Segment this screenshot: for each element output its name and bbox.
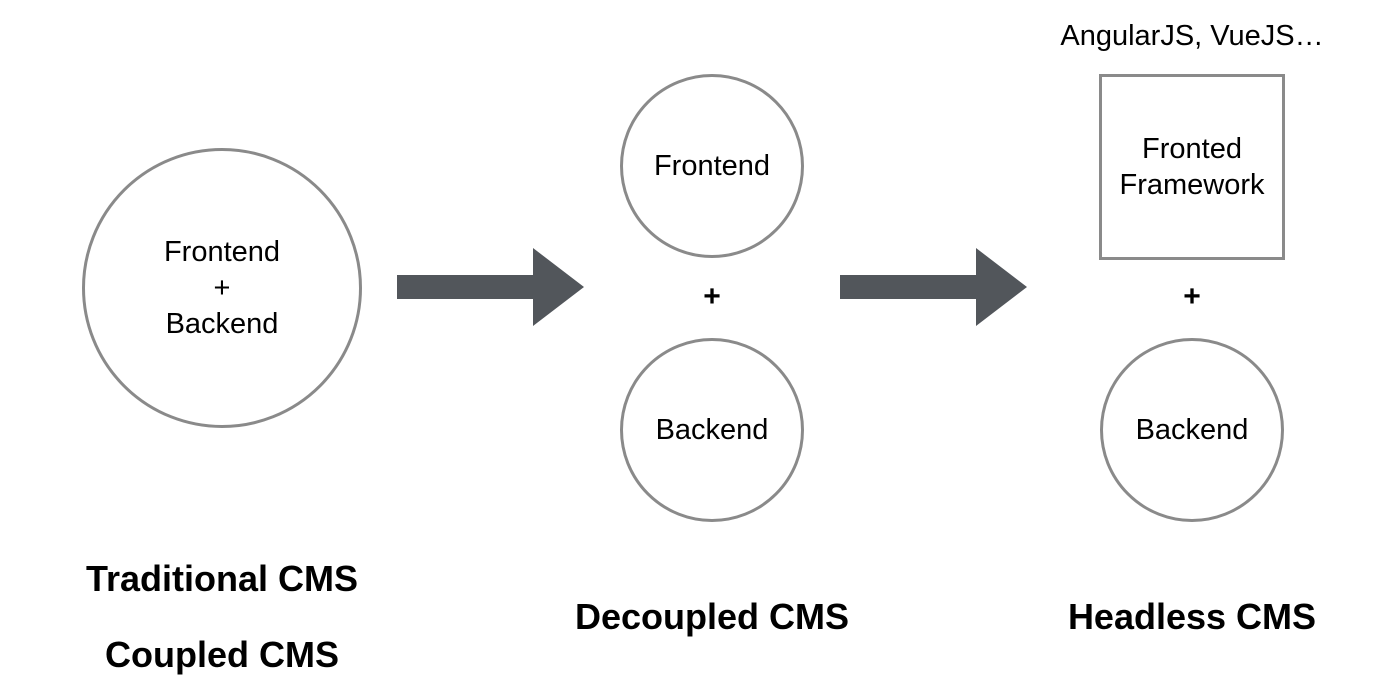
headless-backend-label: Backend bbox=[1135, 414, 1249, 446]
headless-framework-node: Fronted Framework bbox=[1099, 74, 1285, 260]
coupled-cms-caption: Coupled CMS bbox=[105, 634, 339, 675]
headless-backend-node: Backend bbox=[1100, 338, 1284, 522]
decoupled-backend-label: Backend bbox=[655, 414, 769, 446]
arrow-right-icon bbox=[840, 248, 1027, 326]
decoupled-plus-sign: + bbox=[703, 280, 721, 313]
headless-cms-caption: Headless CMS bbox=[1067, 596, 1317, 637]
headless-plus-sign: + bbox=[1183, 280, 1201, 313]
traditional-cms-caption: Traditional CMS bbox=[85, 558, 359, 599]
decoupled-frontend-node: Frontend bbox=[620, 74, 804, 258]
arrow-right-icon bbox=[397, 248, 584, 326]
headless-framework-label: Fronted Framework bbox=[1119, 133, 1265, 201]
decoupled-cms-caption: Decoupled CMS bbox=[574, 596, 850, 637]
framework-examples-note: AngularJS, VueJS… bbox=[1060, 20, 1324, 52]
traditional-node-label: Frontend + Backend bbox=[163, 236, 281, 340]
arrow-2-shape bbox=[840, 248, 1027, 326]
arrow-1-shape bbox=[397, 248, 584, 326]
decoupled-frontend-label: Frontend bbox=[653, 150, 771, 182]
decoupled-backend-node: Backend bbox=[620, 338, 804, 522]
traditional-frontend-backend-node: Frontend + Backend bbox=[82, 148, 362, 428]
